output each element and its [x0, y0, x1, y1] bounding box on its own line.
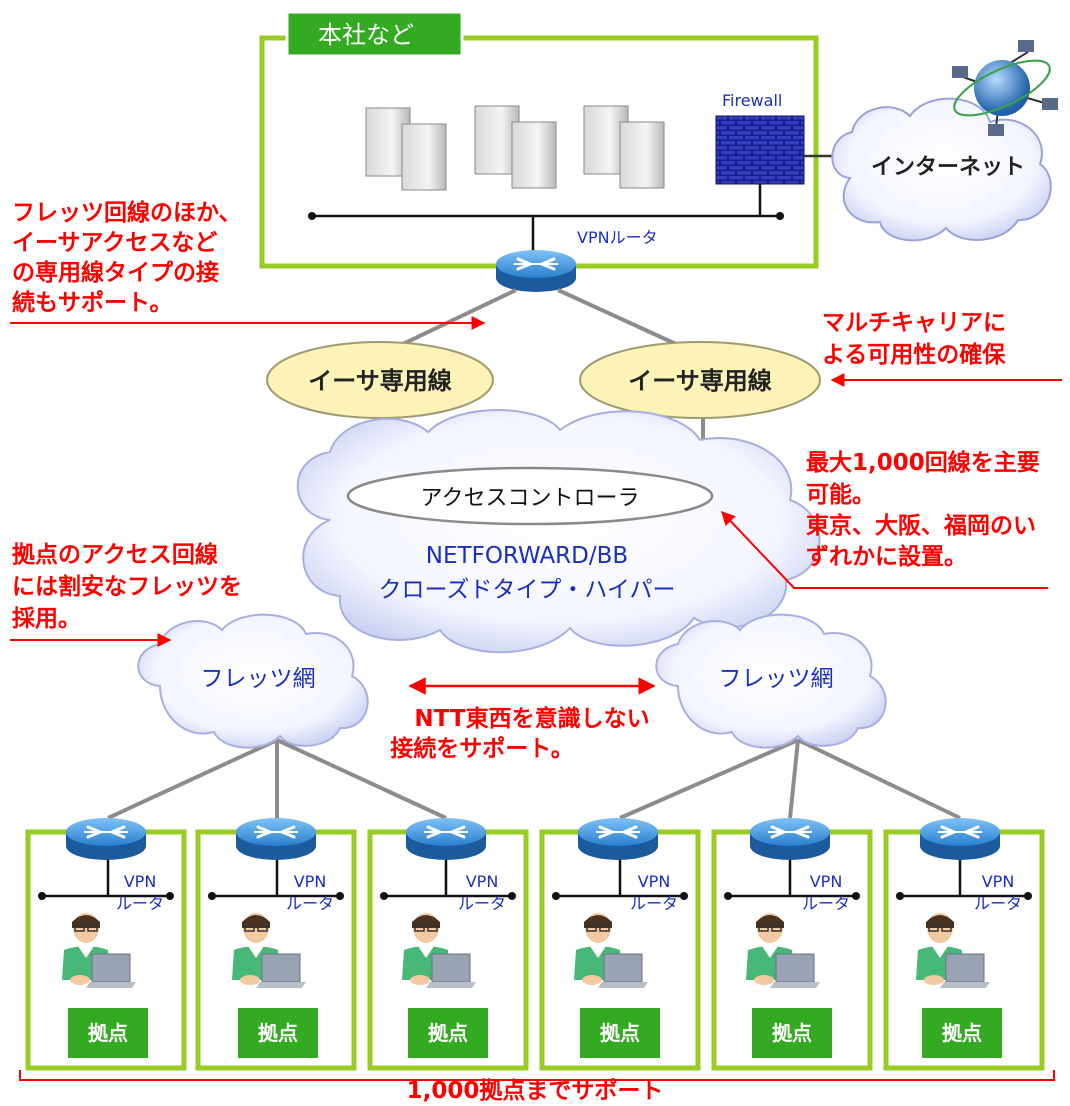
site-tag-label: 拠点 [600, 1021, 640, 1045]
site-tag-label: 拠点 [88, 1021, 128, 1045]
site-tag-label: 拠点 [772, 1021, 812, 1045]
router-icon [234, 816, 318, 862]
annotation-top-left: フレッツ回線のほか、 イーサアクセスなど の専用線タイプの接 続もサポート。 [10, 199, 486, 330]
note-arrow [721, 510, 1048, 589]
site-tag [752, 1008, 832, 1058]
router-label-line2: ルータ [630, 894, 678, 913]
annotation-middle-left: 拠点のアクセス回線 には割安なフレッツを 採用。 [10, 541, 242, 647]
site-1: VPN ルータ 拠点 [25, 816, 187, 1071]
note-line: 可能。 [806, 481, 875, 508]
hq-router-label: VPNルータ [577, 228, 658, 247]
router-label-line1: VPN [638, 872, 671, 891]
router-label-line2: ルータ [458, 894, 506, 913]
site-4: VPN ルータ 拠点 [539, 816, 701, 1071]
router-icon [576, 816, 660, 862]
annotation-top-right: マルチキャリアに よる可用性の確保 [822, 310, 1062, 387]
hq-router-icon [494, 248, 578, 294]
site-tag [580, 1008, 660, 1058]
firewall-icon [715, 115, 805, 185]
site-tag-label: 拠点 [258, 1021, 298, 1045]
router-label-line1: VPN [810, 872, 843, 891]
site-boxes: VPN ルータ 拠点 VPN ルータ 拠点 VPN ルータ [25, 816, 1045, 1071]
site-5: VPN ルータ 拠点 [711, 816, 873, 1071]
note-line: よる可用性の確保 [822, 341, 1006, 368]
router-icon [64, 816, 148, 862]
note-line: の専用線タイプの接 [12, 259, 219, 286]
note-line: 採用。 [12, 606, 81, 632]
router-icon [748, 816, 832, 862]
flets-cloud-right: フレッツ網 [655, 613, 887, 749]
note-line: ずれかに設置。 [806, 543, 967, 570]
site-tag [408, 1008, 488, 1058]
site-tag-label: 拠点 [942, 1021, 982, 1045]
note-line: 最大1,000回線を主要 [806, 449, 1040, 476]
flets-label: フレッツ網 [719, 666, 834, 692]
note-line: 続もサポート。 [12, 289, 173, 316]
router-label-line2: ルータ [116, 894, 164, 913]
note-line: 1,000拠点までサポート [407, 1077, 664, 1102]
internet-label: インターネット [871, 155, 1025, 180]
router-label-line1: VPN [294, 872, 327, 891]
note-line: 東京、大阪、福岡のい [806, 512, 1036, 539]
router-label-line1: VPN [982, 872, 1015, 891]
site-3: VPN ルータ 拠点 [367, 816, 529, 1071]
site-tag [238, 1008, 318, 1058]
site-2: VPN ルータ 拠点 [195, 816, 357, 1071]
service-name: NETFORWARD/BB [426, 543, 628, 569]
server-icon [474, 105, 557, 189]
note-line: 接続をサポート。 [390, 735, 574, 762]
ether-line-label: イーサ専用線 [628, 367, 772, 395]
hq-site: 本社など Firewall VPNルータ [259, 10, 819, 269]
router-label-line2: ルータ [286, 894, 334, 913]
ether-line-label: イーサ専用線 [308, 367, 452, 395]
internet-cloud: インターネット [831, 40, 1058, 242]
note-line: には割安なフレッツを [12, 573, 242, 600]
note-line: 拠点のアクセス回線 [12, 541, 218, 568]
annotation-middle-right: 最大1,000回線を主要 可能。 東京、大阪、福岡のい ずれかに設置。 [721, 449, 1048, 589]
router-label-line2: ルータ [802, 894, 850, 913]
access-controller [346, 466, 714, 526]
router-label-line1: VPN [124, 872, 157, 891]
router-label-line1: VPN [466, 872, 499, 891]
router-icon [918, 816, 1002, 862]
note-line: フレッツ回線のほか、 [12, 199, 242, 226]
service-type: クローズドタイプ・ハイパー [379, 577, 676, 603]
flets-label: フレッツ網 [201, 666, 316, 692]
server-icons [365, 105, 665, 191]
ether-line-left: イーサ専用線 [266, 341, 494, 419]
core-cloud: アクセスコントローラ NETFORWARD/BB クローズドタイプ・ハイパー [296, 409, 821, 654]
router-icon [404, 816, 488, 862]
note-line: マルチキャリアに [822, 310, 1006, 336]
flets-cloud-left: フレッツ網 [137, 613, 369, 749]
annotation-center: NTT東西を意識しない 接続をサポート。 [390, 677, 656, 762]
site-tag-label: 拠点 [428, 1021, 468, 1045]
annotation-bottom: 1,000拠点までサポート [19, 1070, 1055, 1104]
site-tag [922, 1008, 1002, 1058]
server-icon [583, 105, 665, 189]
server-icon [365, 107, 447, 191]
note-line: NTT東西を意識しない [414, 705, 649, 732]
access-controller-label: アクセスコントローラ [421, 486, 640, 511]
hq-tag [285, 10, 464, 58]
ether-line-right: イーサ専用線 [579, 341, 821, 419]
firewall-label: Firewall [722, 91, 782, 110]
site-6: VPN ルータ 拠点 [883, 816, 1045, 1071]
globe-icon [952, 40, 1058, 136]
note-line: イーサアクセスなど [12, 230, 217, 256]
bottom-bracket [19, 1070, 1055, 1081]
router-label-line2: ルータ [974, 894, 1022, 913]
hq-label: 本社など [318, 21, 414, 49]
network-links [107, 288, 961, 820]
site-tag [68, 1008, 148, 1058]
